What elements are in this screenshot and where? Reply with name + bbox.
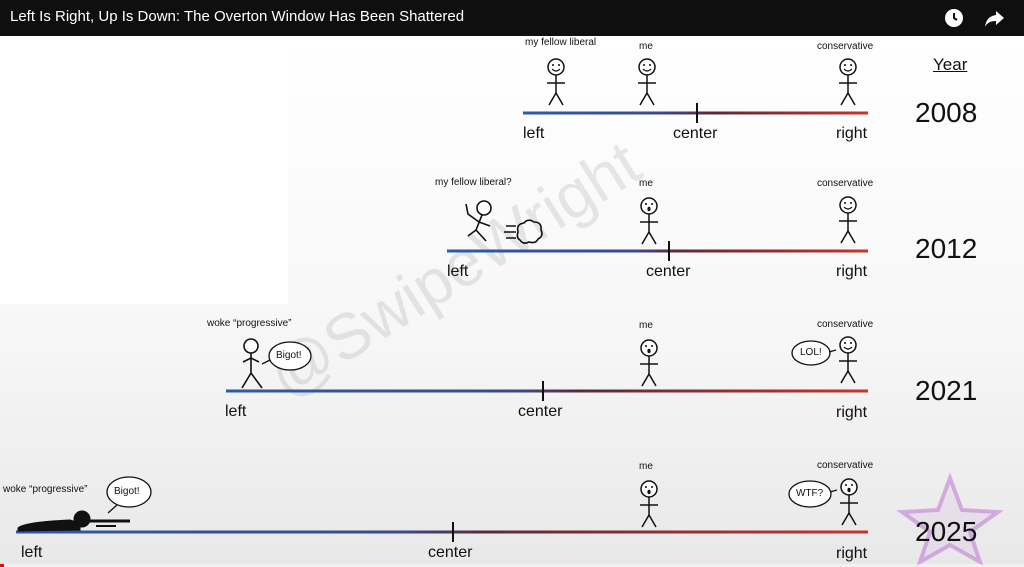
axis-right-2025: right: [836, 545, 868, 562]
axis-center-2025: center: [428, 544, 473, 561]
speech-bubble-lol-2021: [791, 340, 831, 366]
axis-center-2008: center: [673, 125, 718, 142]
axis-center-2012: center: [646, 263, 691, 280]
figure-label-me-2012: me: [639, 178, 653, 189]
video-title[interactable]: Left Is Right, Up Is Down: The Overton W…: [10, 8, 465, 25]
year-2025: 2025: [915, 516, 978, 547]
progress-fill: [0, 564, 4, 567]
figure-label-conservative-2012: conservative: [817, 178, 874, 189]
figure-label-woke-2025: woke “progressive”: [3, 484, 88, 495]
axis-center-2021: center: [518, 403, 563, 420]
share-arrow-icon[interactable]: [982, 6, 1006, 30]
speech-bubble-wtf-2025: [788, 480, 832, 508]
sniper-prone-figure-icon: [17, 510, 130, 532]
stick-figure-me-2012: [639, 197, 659, 245]
stick-figure-me-2025: [639, 480, 659, 528]
axis-right-2008: right: [836, 125, 868, 142]
bubble-text-bigot-2025: Bigot!: [114, 486, 140, 497]
bubble-text-bigot-2021: Bigot!: [276, 350, 302, 361]
stick-figure-me-2008: [637, 58, 657, 106]
year-header: Year: [933, 55, 968, 74]
white-overlay-box: [0, 42, 288, 304]
axis-left-2008: left: [523, 125, 545, 142]
bubble-text-lol-2021: LOL!: [800, 347, 822, 358]
running-stick-figure-icon: [465, 200, 543, 244]
axis-left-2012: left: [447, 263, 469, 280]
year-2012: 2012: [915, 233, 978, 264]
stick-figure-fellow-liberal-2008: [546, 58, 566, 106]
figure-label-conservative-2021: conservative: [817, 319, 874, 330]
year-2008: 2008: [915, 97, 978, 128]
axis-left-2025: left: [21, 544, 43, 561]
channel-star-logo: [896, 472, 1004, 567]
speech-bubble-bigot-2025: [106, 476, 152, 508]
axis-left-2021: left: [225, 403, 247, 420]
figure-label-fellow-liberal-2008: my fellow liberal: [525, 37, 597, 48]
stick-figure-conservative-2012: [838, 196, 858, 244]
axis-right-2012: right: [836, 263, 868, 280]
figure-label-conservative-2008: conservative: [817, 41, 874, 52]
clock-icon[interactable]: [942, 6, 966, 30]
stick-figure-conservative-2008: [838, 58, 858, 106]
woke-stick-figure-2021: [241, 338, 263, 389]
figure-label-fellow-liberal-2012: my fellow liberal?: [435, 177, 512, 188]
figure-label-conservative-2025: conservative: [817, 460, 874, 471]
stick-figure-conservative-2021: [838, 336, 858, 384]
figure-label-me-2008: me: [639, 41, 653, 52]
axis-right-2021: right: [836, 404, 868, 421]
figure-label-woke-2021: woke “progressive”: [207, 318, 292, 329]
stick-figure-me-2021: [639, 339, 659, 387]
video-progress-bar[interactable]: [0, 564, 1024, 567]
video-top-bar: Left Is Right, Up Is Down: The Overton W…: [0, 0, 1024, 36]
bubble-text-wtf-2025: WTF?: [796, 488, 824, 499]
speech-bubble-bigot-2021: [268, 341, 312, 371]
year-2021: 2021: [915, 375, 978, 406]
figure-label-me-2021: me: [639, 320, 653, 331]
figure-label-me-2025: me: [639, 461, 653, 472]
stick-figure-conservative-2025: [839, 478, 859, 526]
